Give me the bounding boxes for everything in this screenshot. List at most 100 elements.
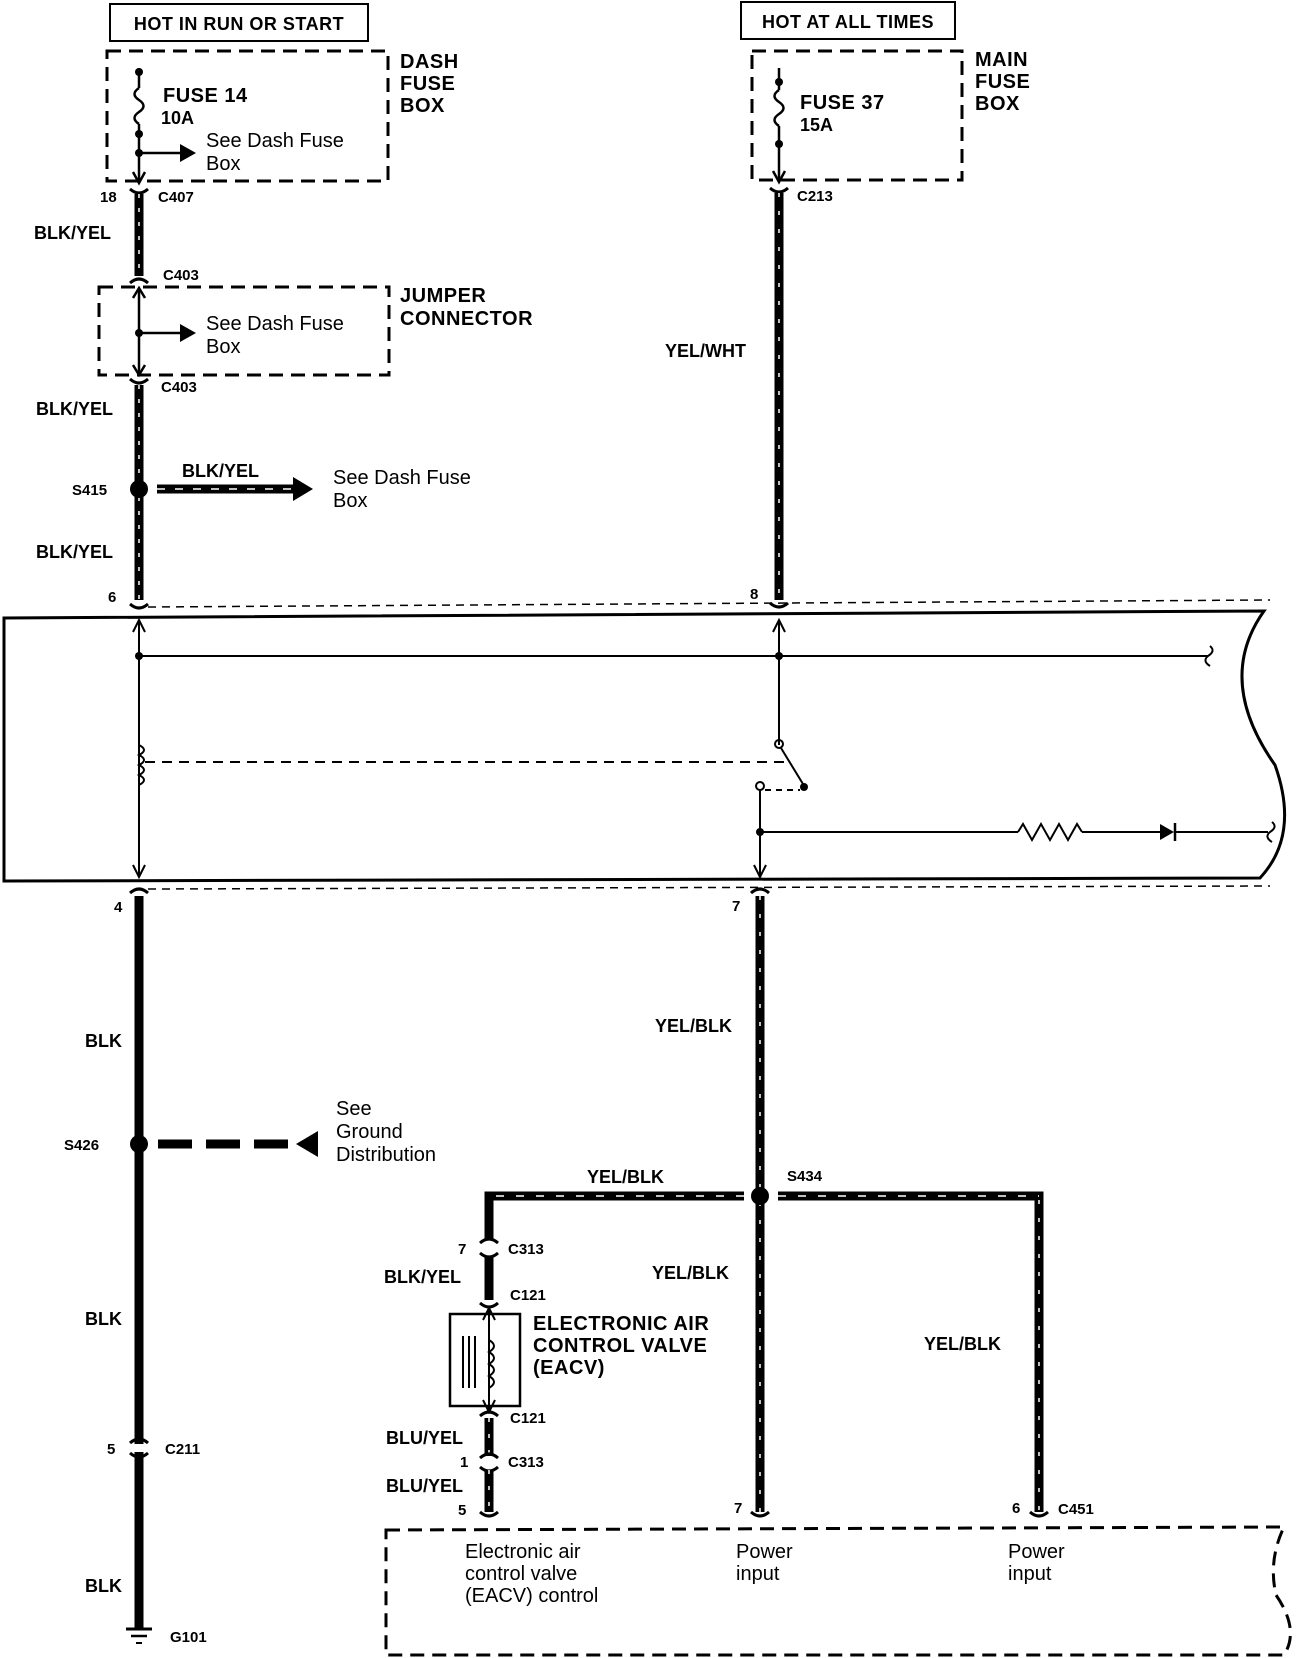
c313-label-top: C313 [508,1241,544,1258]
jumper-connector-line1: JUMPER [400,285,486,307]
s434-label: S434 [787,1168,823,1185]
solenoid-coil-icon [487,1339,495,1389]
connector-c403-top [129,277,149,285]
splice-s426 [130,1135,148,1153]
see-ground-line3: Distribution [336,1144,436,1166]
fuse37-name: FUSE 37 [800,92,885,114]
c313-label-bottom: C313 [508,1454,544,1471]
c121-label-top: C121 [510,1287,546,1304]
arrow-right-icon [180,324,196,342]
wire-blk-yel-splice: BLK/YEL [182,461,259,481]
diode-icon [1160,824,1174,840]
wire-yel-blk-3: YEL/BLK [652,1263,729,1283]
pcm-eacv-line2: control valve [465,1563,577,1585]
main-fuse-box-line2: FUSE [975,71,1030,93]
c407-label: C407 [158,189,194,206]
c121-label-bottom: C121 [510,1410,546,1427]
pin-5-pcm: 5 [458,1502,466,1519]
fuse37-icon [773,88,785,128]
see-ground-line2: Ground [336,1121,403,1143]
wire-blk-1: BLK [85,1031,122,1051]
wire-blk-3: BLK [85,1576,122,1596]
splice-s434 [751,1187,769,1205]
wire-yel-blk-1: YEL/BLK [655,1016,732,1036]
wire-blu-yel-2: BLU/YEL [386,1476,463,1496]
jumper-connector-box: See Dash Fuse Box JUMPER CONNECTOR [97,285,533,378]
pin-18: 18 [100,189,117,206]
pin-7-top: 7 [732,898,740,915]
wire-blk-yel-2: BLK/YEL [36,399,113,419]
pin-5-c211: 5 [107,1441,115,1458]
wire-blk-yel-1: BLK/YEL [34,223,111,243]
see-dash-fuse-1-line2: Box [206,153,240,175]
dash-fuse-box: DASH FUSE BOX FUSE 14 10A See Dash Fuse … [105,49,459,186]
arrow-right-icon [293,477,313,501]
pin-7-c313: 7 [458,1241,466,1258]
s415-label: S415 [72,482,107,499]
splice-s415 [130,480,148,498]
wire-blk-2: BLK [85,1309,122,1329]
dash-fuse-box-line2: FUSE [400,73,455,95]
fuse37-rating: 15A [800,115,833,135]
main-fuse-box: MAIN FUSE BOX FUSE 37 15A [750,49,1030,185]
eacv-line2: CONTROL VALVE [533,1335,707,1357]
see-dash-fuse-3-line2: Box [333,490,367,512]
pcm-power-input-7-line1: Power [736,1541,793,1563]
pcm-component: Electronic air control valve (EACV) cont… [384,1525,1292,1657]
relay-coil-icon [136,744,145,786]
pcm-power-input-7-line2: input [736,1563,780,1585]
fuse14-icon [133,86,145,126]
wire-yel-blk-2: YEL/BLK [587,1167,664,1187]
see-ground-line1: See [336,1098,372,1120]
eacv-line3: (EACV) [533,1357,605,1379]
wire-yel-wht: YEL/WHT [665,341,746,361]
wire-blu-yel-1: BLU/YEL [386,1428,463,1448]
see-dash-fuse-2-line2: Box [206,336,240,358]
connector-c213 [769,186,789,194]
c403-label-bottom: C403 [161,379,197,396]
resistor-icon [1017,821,1083,843]
dash-fuse-box-line1: DASH [400,51,459,73]
pcm-eacv-line3: (EACV) control [465,1585,598,1607]
arrow-right-icon [180,144,196,162]
main-fuse-box-line3: BOX [975,93,1020,115]
main-fuse-box-line1: MAIN [975,49,1028,71]
jumper-connector-line2: CONNECTOR [400,308,533,330]
pin-1-c313: 1 [460,1454,468,1471]
connector-c403-bottom [129,377,149,385]
see-dash-fuse-1-line1: See Dash Fuse [206,130,344,152]
c213-label: C213 [797,188,833,205]
pin-6: 6 [108,589,116,606]
pin-6-pcm: 6 [1012,1500,1020,1517]
pcm-power-input-6-line2: input [1008,1563,1052,1585]
g101-label: G101 [170,1629,207,1646]
dash-fuse-box-line3: BOX [400,95,445,117]
arrow-left-icon [296,1131,318,1157]
wire-blk-yel-eacv: BLK/YEL [384,1267,461,1287]
wire-yel-blk-4: YEL/BLK [924,1334,1001,1354]
see-dash-fuse-2-line1: See Dash Fuse [206,313,344,335]
eacv-component: ELECTRONIC AIR CONTROL VALVE (EACV) [448,1305,709,1415]
pcm-eacv-line1: Electronic air [465,1541,581,1563]
fuse14-name: FUSE 14 [163,85,248,107]
ground-g101-icon [126,1627,152,1644]
fuse14-rating: 10A [161,108,194,128]
hot-all-times-label: HOT AT ALL TIMES [762,12,934,32]
pcm-power-input-6-line1: Power [1008,1541,1065,1563]
hot-at-all-times-box: HOT AT ALL TIMES [740,1,956,40]
s426-label: S426 [64,1137,99,1154]
c211-label: C211 [165,1441,200,1458]
main-relay-component [2,609,1287,883]
see-dash-fuse-3-line1: See Dash Fuse [333,467,471,489]
hot-in-run-or-start-box: HOT IN RUN OR START [109,3,369,42]
pin-4: 4 [114,899,123,916]
eacv-line1: ELECTRONIC AIR [533,1313,709,1335]
c403-label-top: C403 [163,267,199,284]
c451-label: C451 [1058,1501,1094,1518]
pin-8: 8 [750,586,758,603]
connector-c407 [129,187,149,195]
pin-7-pcm: 7 [734,1500,742,1517]
wire-blk-yel-3: BLK/YEL [36,542,113,562]
hot-run-start-label: HOT IN RUN OR START [134,14,344,34]
